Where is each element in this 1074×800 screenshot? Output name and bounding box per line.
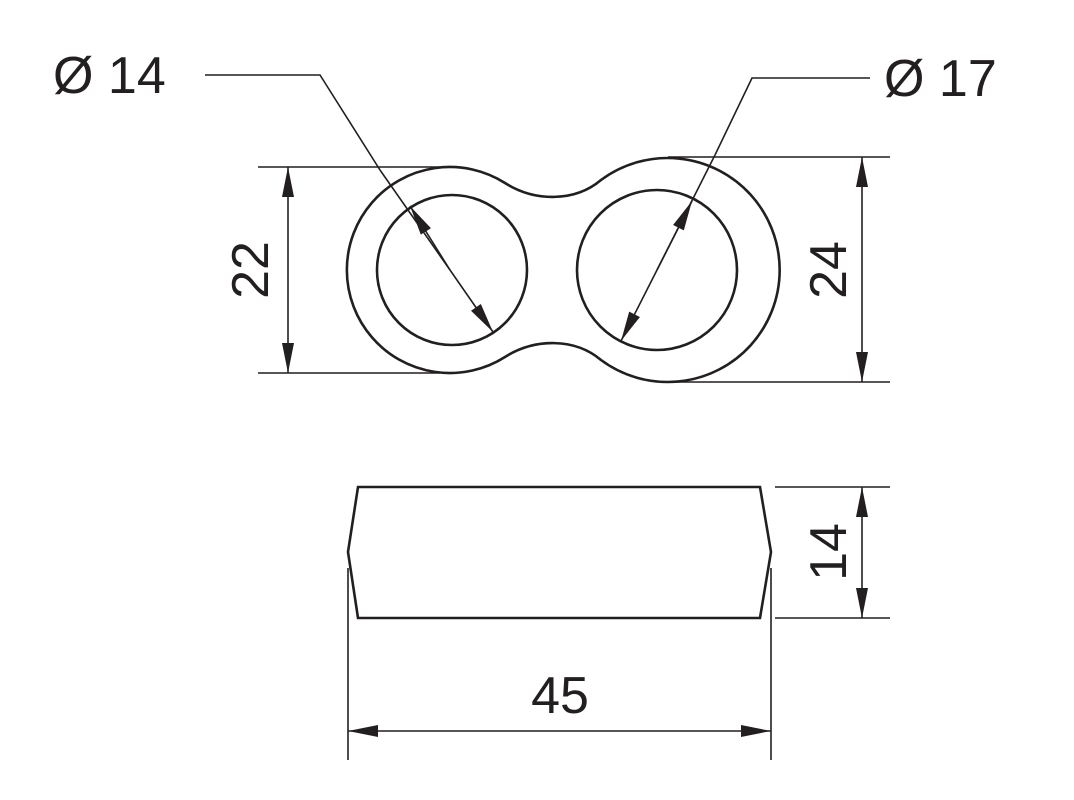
dim-label-14: 14 [800, 523, 858, 581]
dim-line-dia17 [656, 200, 693, 271]
dim-label-dia17: Ø 17 [884, 50, 997, 108]
top-view: 22 24 Ø 14 Ø 17 [53, 47, 997, 384]
dim-label-dia14: Ø 14 [53, 47, 166, 105]
part-outline-side [346, 485, 773, 620]
dim-label-22: 22 [222, 241, 280, 299]
right-hole [575, 188, 739, 352]
part-outline-top [345, 156, 781, 384]
dim-label-24: 24 [800, 241, 858, 299]
side-view: 14 45 [346, 485, 890, 760]
left-hole [375, 193, 529, 347]
dim-label-45: 45 [531, 667, 589, 725]
